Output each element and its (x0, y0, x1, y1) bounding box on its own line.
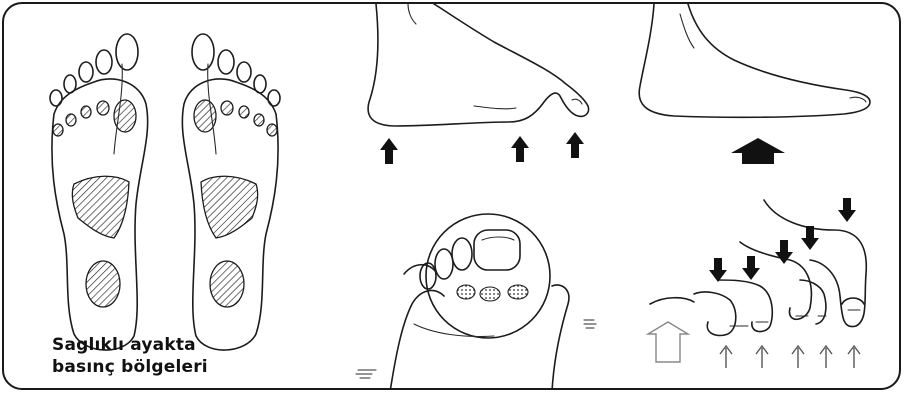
caption-line-2: basınç bölgeleri (52, 356, 208, 378)
pressure-arrow-icon (709, 198, 856, 282)
pressure-arrow-icon (731, 138, 785, 164)
side-view-claw-toe (368, 4, 588, 126)
footprint-right-icon (182, 34, 280, 350)
side-view-healthy-foot (639, 4, 870, 117)
caption-line-1: Saglıklı ayakta (52, 334, 208, 356)
toes-front-view (650, 200, 866, 336)
footprint-left-icon (50, 34, 148, 350)
caption: Saglıklı ayakta basınç bölgeleri (52, 334, 208, 378)
illustration-panel: Saglıklı ayakta basınç bölgeleri (2, 2, 901, 390)
toe-grip-detail (356, 214, 596, 390)
pressure-arrow-icon (380, 132, 584, 164)
foot-pressure-illustration (4, 4, 901, 390)
